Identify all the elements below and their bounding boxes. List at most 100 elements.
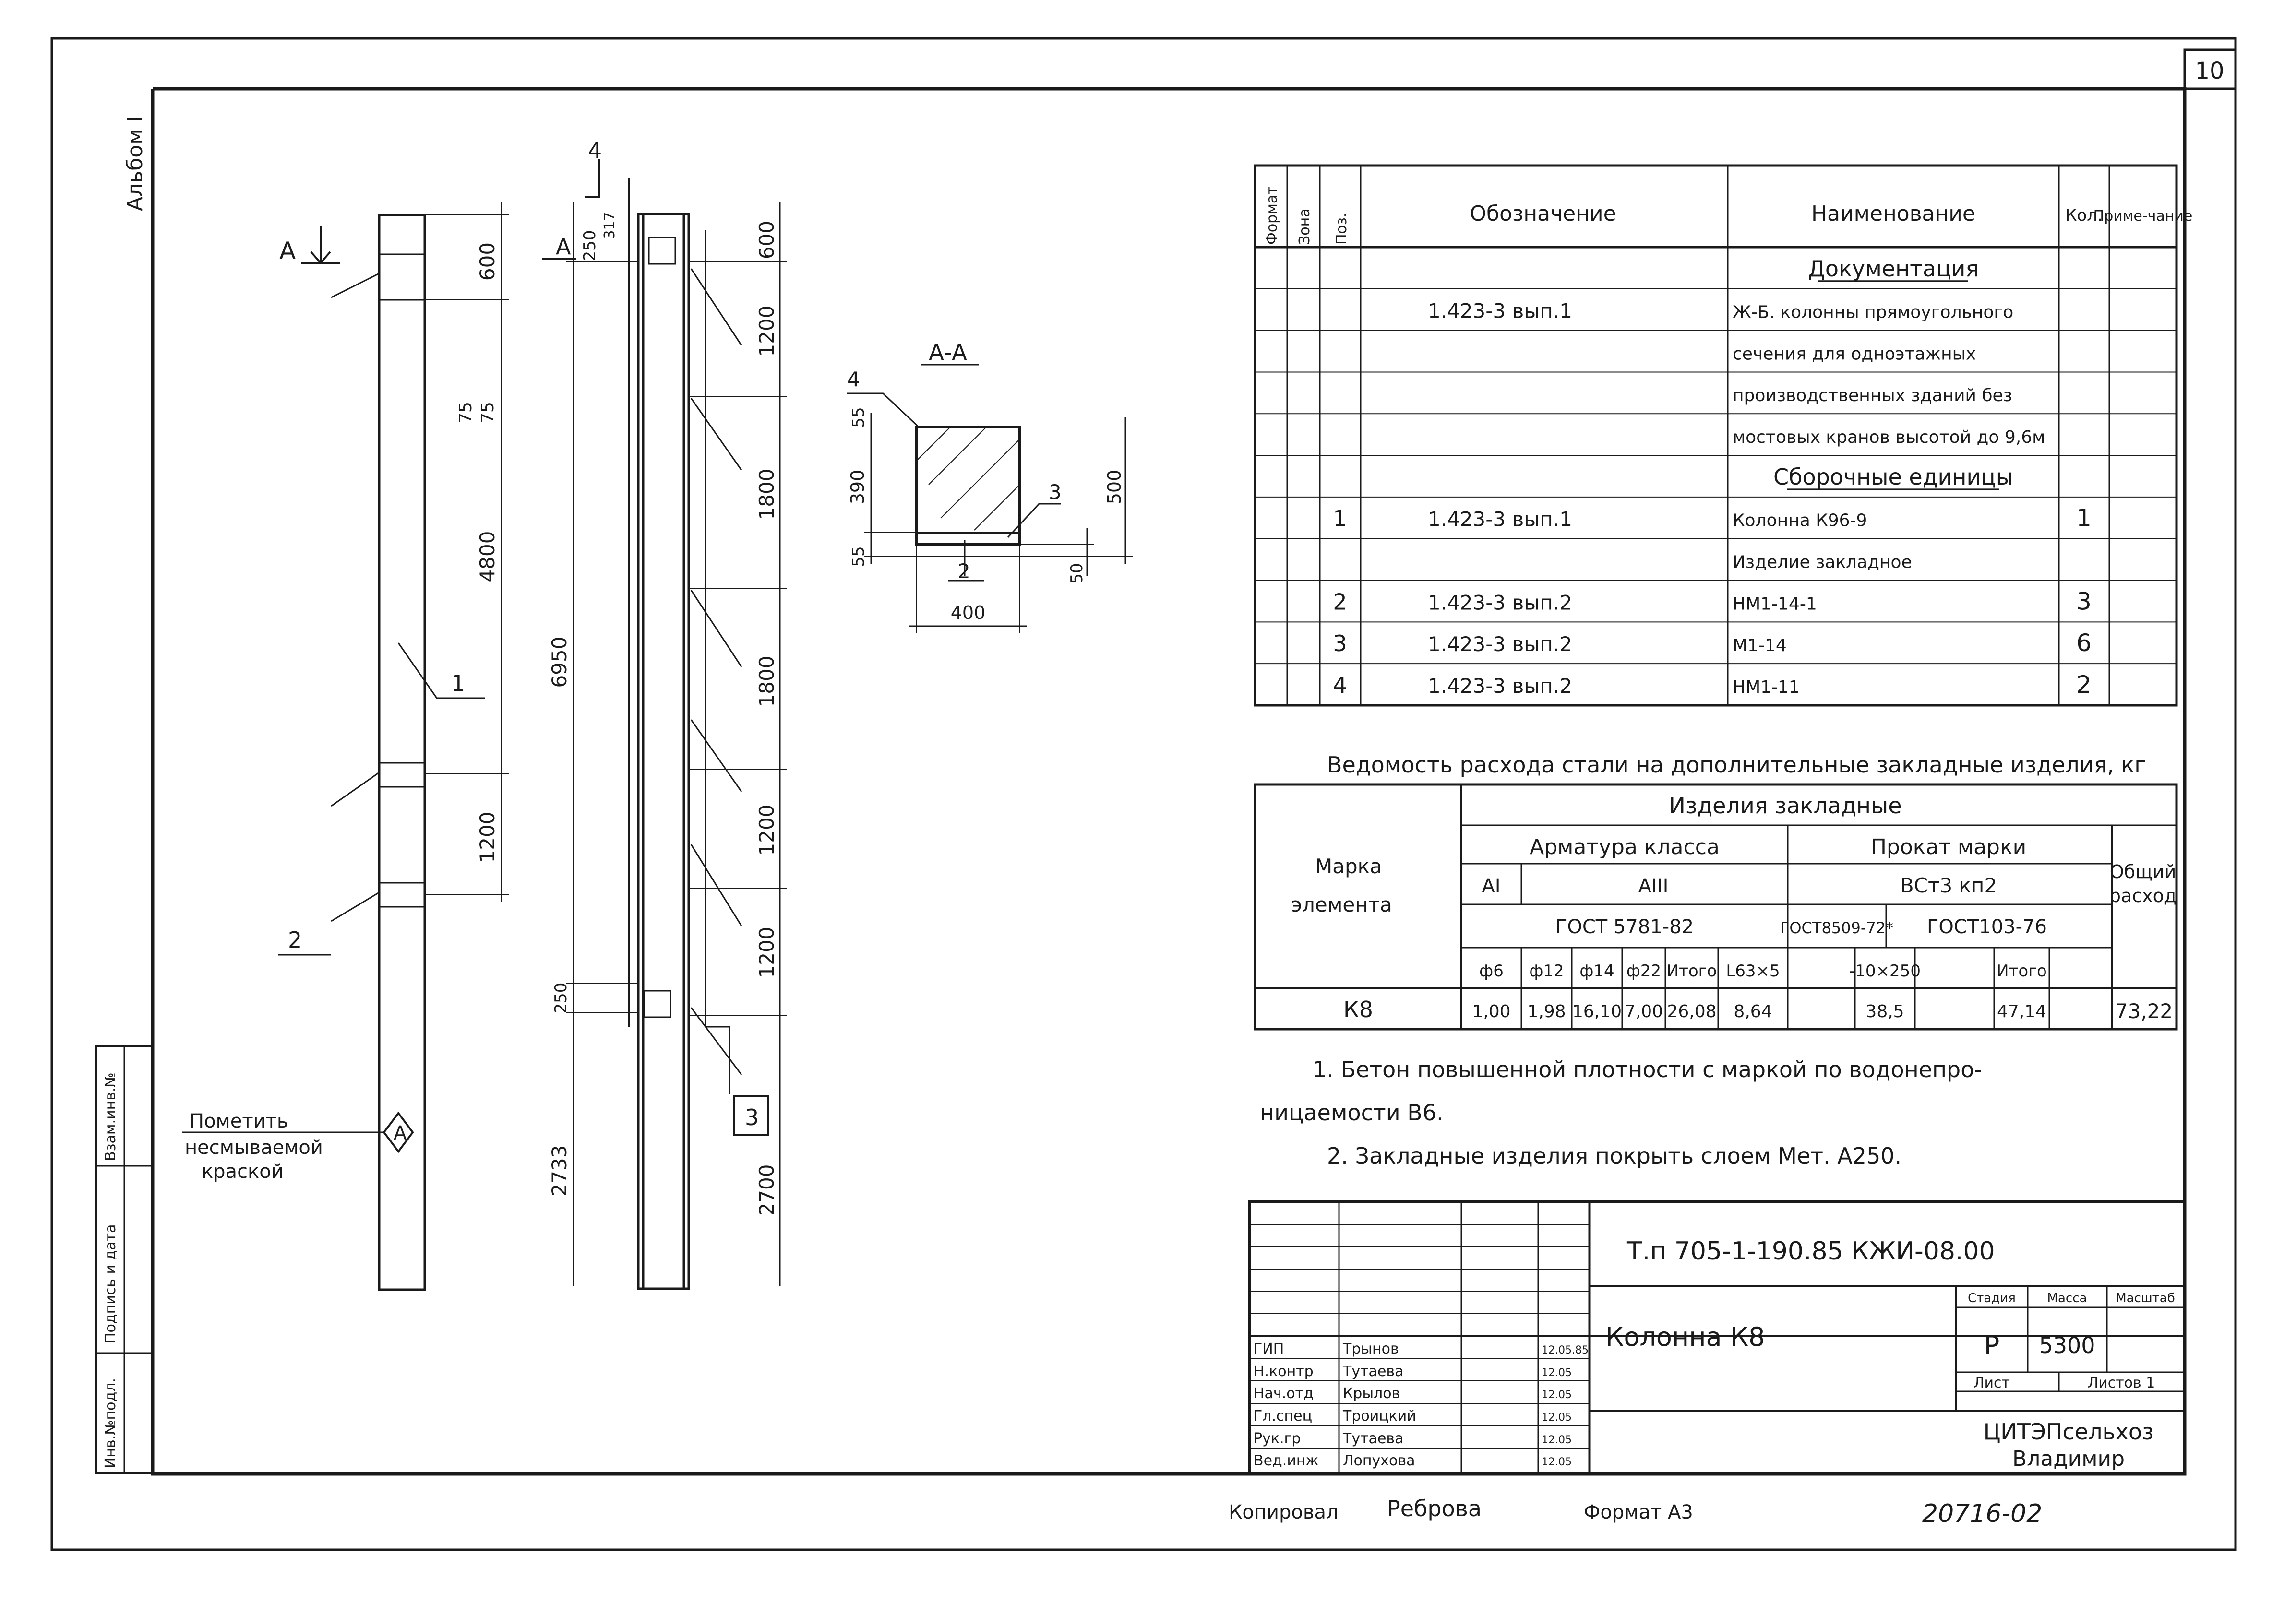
steel-col-header: Итого <box>1997 962 2047 981</box>
spec-row-designation: 1.423-3 вып.2 <box>1428 632 1572 656</box>
title-person: Троицкий <box>1342 1408 1416 1425</box>
steel-col-header: ф12 <box>1529 962 1564 981</box>
title-sheets-label: Листов 1 <box>2088 1375 2155 1391</box>
spec-row-pos: 3 <box>1333 630 1347 656</box>
spec-header-note: Приме-чание <box>2093 208 2193 225</box>
footer-copied-by: Реброва <box>1387 1496 1482 1521</box>
page-number: 10 <box>2195 58 2224 84</box>
note-line-2: ницаемости В6. <box>1260 1100 1444 1126</box>
leader-2: 2 <box>288 927 302 953</box>
spec-header-format: Формат <box>1264 186 1280 245</box>
title-scale-label: Масштаб <box>2116 1291 2175 1306</box>
spec-row-name: М1-14 <box>1733 636 1787 655</box>
steel-h-element-2: элемента <box>1291 893 1392 916</box>
column-view-1: А 600 75 75 4800 1200 1 2 А Пометить нес… <box>182 202 509 1291</box>
note-mark-label-3: краской <box>202 1161 284 1183</box>
steel-table-title: Ведомость расхода стали на дополнительны… <box>1327 752 2146 778</box>
note-line-1: 1. Бетон повышенной плотности с маркой п… <box>1313 1057 1982 1082</box>
title-code: Т.п 705-1-190.85 КЖИ-08.00 <box>1626 1237 1995 1266</box>
steel-row-value: 26,08 <box>1667 1002 1716 1021</box>
title-stage-label: Стадия <box>1968 1291 2016 1306</box>
title-date: 12.05 <box>1542 1434 1572 1446</box>
dim-6950: 6950 <box>548 637 571 688</box>
dim-1200c: 1200 <box>755 306 778 357</box>
spec-row-name: сечения для одноэтажных <box>1733 344 1976 364</box>
column-view-2: А 4 250 317 6950 250 2733 <box>542 138 685 1290</box>
steel-h-gost2: ГОСТ8509-72* <box>1780 919 1893 937</box>
footer-inv-number: 20716-02 <box>1922 1499 2042 1528</box>
dim-250: 250 <box>580 230 599 261</box>
dim-1800c: 1800 <box>755 469 778 520</box>
spec-row-qty: 2 <box>2076 671 2092 699</box>
dim-250b: 250 <box>551 983 571 1014</box>
spec-row-designation: 1.423-3 вып.1 <box>1428 299 1572 323</box>
note-mark-label-2: несмываемой <box>185 1137 323 1159</box>
dim-2700: 2700 <box>755 1164 778 1216</box>
spec-table: Формат Зона Поз. Обозначение Наименовани… <box>1254 164 2193 707</box>
title-sheet-label: Лист <box>1973 1375 2010 1391</box>
note-line-3: 2. Закладные изделия покрыть слоем Мет. … <box>1327 1143 1901 1169</box>
steel-col-header: Итого <box>1667 962 1717 981</box>
stamp-replace-label: Взам.инв.№ <box>102 1072 119 1161</box>
dim-1200d: 1200 <box>755 805 778 856</box>
footer-copied-label: Копировал <box>1229 1501 1339 1523</box>
dim-2733: 2733 <box>548 1145 571 1197</box>
dim-400: 400 <box>951 602 986 623</box>
steel-row-value: 16,10 <box>1572 1002 1622 1021</box>
steel-col-header: -10×250 <box>1849 962 1921 981</box>
dim-500: 500 <box>1104 470 1125 505</box>
title-date: 12.05 <box>1542 1456 1572 1468</box>
dim-1200: 1200 <box>476 812 499 863</box>
spec-header-name: Наименование <box>1811 202 1975 226</box>
steel-h-gost3: ГОСТ103-76 <box>1927 916 2047 938</box>
steel-row-value: 38,5 <box>1866 1002 1904 1021</box>
dim-1200e: 1200 <box>755 927 778 978</box>
spec-header-pos: Поз. <box>1333 213 1350 245</box>
spec-row-pos: 4 <box>1333 672 1347 698</box>
footer-format: Формат А3 <box>1584 1501 1693 1523</box>
steel-table: Ведомость расхода стали на дополнительны… <box>1254 752 2178 1031</box>
footer: Копировал Реброва Формат А3 20716-02 <box>1229 1496 2042 1528</box>
title-role: Н.контр <box>1254 1363 1314 1380</box>
spec-row-designation: 1.423-3 вып.2 <box>1428 591 1572 614</box>
title-date: 12.05 <box>1542 1412 1572 1424</box>
dim-1800d: 1800 <box>755 656 778 707</box>
steel-row-value: 1,00 <box>1472 1002 1510 1021</box>
spec-row-pos: 2 <box>1333 589 1347 615</box>
title-date: 12.05 <box>1542 1367 1572 1379</box>
title-role: Рук.гр <box>1254 1430 1301 1447</box>
steel-h-element-1: Марка <box>1315 855 1382 878</box>
title-name: Колонна К8 <box>1605 1322 1765 1352</box>
leader-4: 4 <box>588 138 602 164</box>
title-person: Тутаева <box>1342 1430 1403 1447</box>
dim-75a: 75 <box>456 402 476 424</box>
title-role: Вед.инж <box>1254 1452 1318 1469</box>
spec-row-name: НМ1-11 <box>1733 677 1800 697</box>
spec-row-designation: 1.423-3 вып.1 <box>1428 508 1572 531</box>
title-person: Трынов <box>1342 1341 1399 1357</box>
steel-h-items: Изделия закладные <box>1669 793 1901 819</box>
steel-row-total: 73,22 <box>2115 999 2173 1023</box>
steel-row-value: 47,14 <box>1997 1002 2046 1021</box>
title-person: Крылов <box>1343 1385 1400 1402</box>
steel-h-total-1: Общий <box>2110 861 2176 882</box>
title-role: ГИП <box>1254 1341 1284 1357</box>
steel-h-rebar: Арматура класса <box>1530 835 1720 859</box>
title-mass: 5300 <box>2039 1332 2095 1358</box>
leader-3: 3 <box>745 1104 759 1130</box>
spec-row-name: НМ1-14-1 <box>1733 594 1817 614</box>
album-label: Альбом I <box>123 116 147 211</box>
steel-col-header: ф22 <box>1626 962 1661 981</box>
leader-3b: 3 <box>1049 480 1062 504</box>
title-stage: Р <box>1984 1330 2000 1361</box>
spec-row-section-title: Сборочные единицы <box>1773 464 2013 490</box>
spec-row-designation: 1.423-3 вып.2 <box>1428 674 1572 698</box>
dim-50: 50 <box>1067 563 1087 583</box>
steel-h-rolled: Прокат марки <box>1871 835 2026 859</box>
title-city: Владимир <box>2012 1447 2125 1471</box>
leader-1: 1 <box>451 670 465 696</box>
spec-header-qty: Кол. <box>2065 206 2102 225</box>
title-block: Т.п 705-1-190.85 КЖИ-08.00 Колонна К8 Ст… <box>1248 1200 2186 1475</box>
dim-390: 390 <box>847 470 868 505</box>
leader-4b: 4 <box>847 368 860 391</box>
